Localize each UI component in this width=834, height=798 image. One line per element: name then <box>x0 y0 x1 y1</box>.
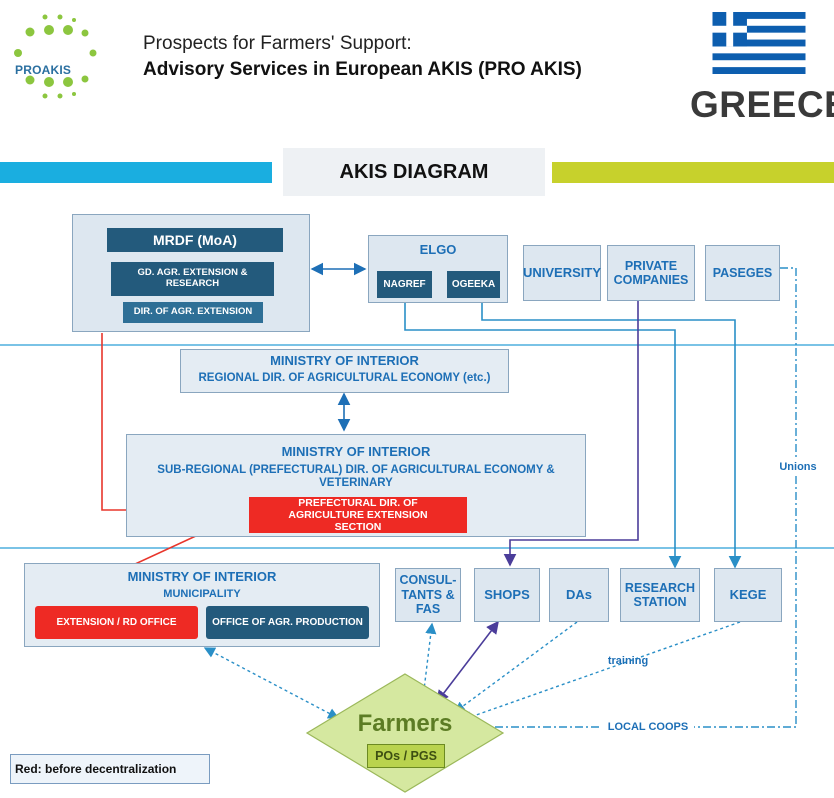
subregional-dir-subtitle: SUB-REGIONAL (PREFECTURAL) DIR. OF AGRIC… <box>157 463 555 489</box>
edge-ogeeka-kege <box>481 302 742 569</box>
header-title-line1: Prospects for Farmers' Support: <box>143 33 412 54</box>
header-blue-bar <box>0 162 272 183</box>
header-green-bar <box>552 162 834 183</box>
kege-node: KEGE <box>714 568 782 622</box>
regional-dir-box <box>180 349 509 393</box>
header-title-line2: Advisory Services in European AKIS (PRO … <box>143 59 582 80</box>
municipality-subtitle: MUNICIPALITY <box>163 587 241 600</box>
edge-nagref-research <box>404 302 682 569</box>
country-label: GREECE <box>690 84 834 125</box>
subregional-dir-title: MINISTRY OF INTERIOR <box>281 443 431 459</box>
regional-dir-title: MINISTRY OF INTERIOR <box>270 352 419 368</box>
dir-extension-node: DIR. OF AGR. EXTENSION <box>123 302 263 323</box>
paseges-node: PASEGES <box>705 245 780 301</box>
farmers-diamond <box>305 673 505 793</box>
logo-text: PROAKIS <box>15 63 72 77</box>
edge-shops-farmers <box>436 620 499 704</box>
das-node: DAs <box>549 568 609 622</box>
extension-rd-office-node: EXTENSION / RD OFFICE <box>35 606 198 639</box>
nagref-node: NAGREF <box>377 271 432 298</box>
legend-box: Red: before decentralization <box>10 754 210 784</box>
local-coops-label: LOCAL COOPS <box>602 719 694 735</box>
edge-municipality-farmers <box>203 647 340 719</box>
private-companies-node: PRIVATE COMPANIES <box>607 245 695 301</box>
gd-extension-node: GD. AGR. EXTENSION & RESEARCH <box>111 262 274 296</box>
edge-paseges-farmers <box>466 267 797 733</box>
regional-dir-subtitle: REGIONAL DIR. OF AGRICULTURAL ECONOMY (e… <box>198 372 491 385</box>
university-node: UNIVERSITY <box>523 245 601 301</box>
prefectural-dir-node: PREFECTURAL DIR. OF AGRICULTURE EXTENSIO… <box>249 497 467 533</box>
training-label: training <box>607 654 649 667</box>
edge-kege-farmers <box>460 621 741 723</box>
municipality-title: MINISTRY OF INTERIOR <box>127 568 277 584</box>
proakis-logo <box>14 14 97 99</box>
consultants-node: CONSUL- TANTS & FAS <box>395 568 461 622</box>
greece-flag-icon <box>712 12 806 74</box>
office-agr-production-node: OFFICE OF AGR. PRODUCTION <box>206 606 369 639</box>
farmers-label: Farmers <box>357 710 453 738</box>
research-station-node: RESEARCH STATION <box>620 568 700 622</box>
diagram-title: AKIS DIAGRAM <box>283 148 545 196</box>
elgo-label: ELGO <box>419 241 457 257</box>
pos-pgs-node: POs / PGS <box>367 744 445 768</box>
edge-private-shops <box>503 290 639 567</box>
edge-das-farmers <box>453 621 578 713</box>
unions-label: Unions <box>773 458 823 476</box>
shops-node: SHOPS <box>474 568 540 622</box>
mrdf-node: MRDF (MoA) <box>107 228 283 252</box>
ogeeka-node: OGEEKA <box>447 271 500 298</box>
